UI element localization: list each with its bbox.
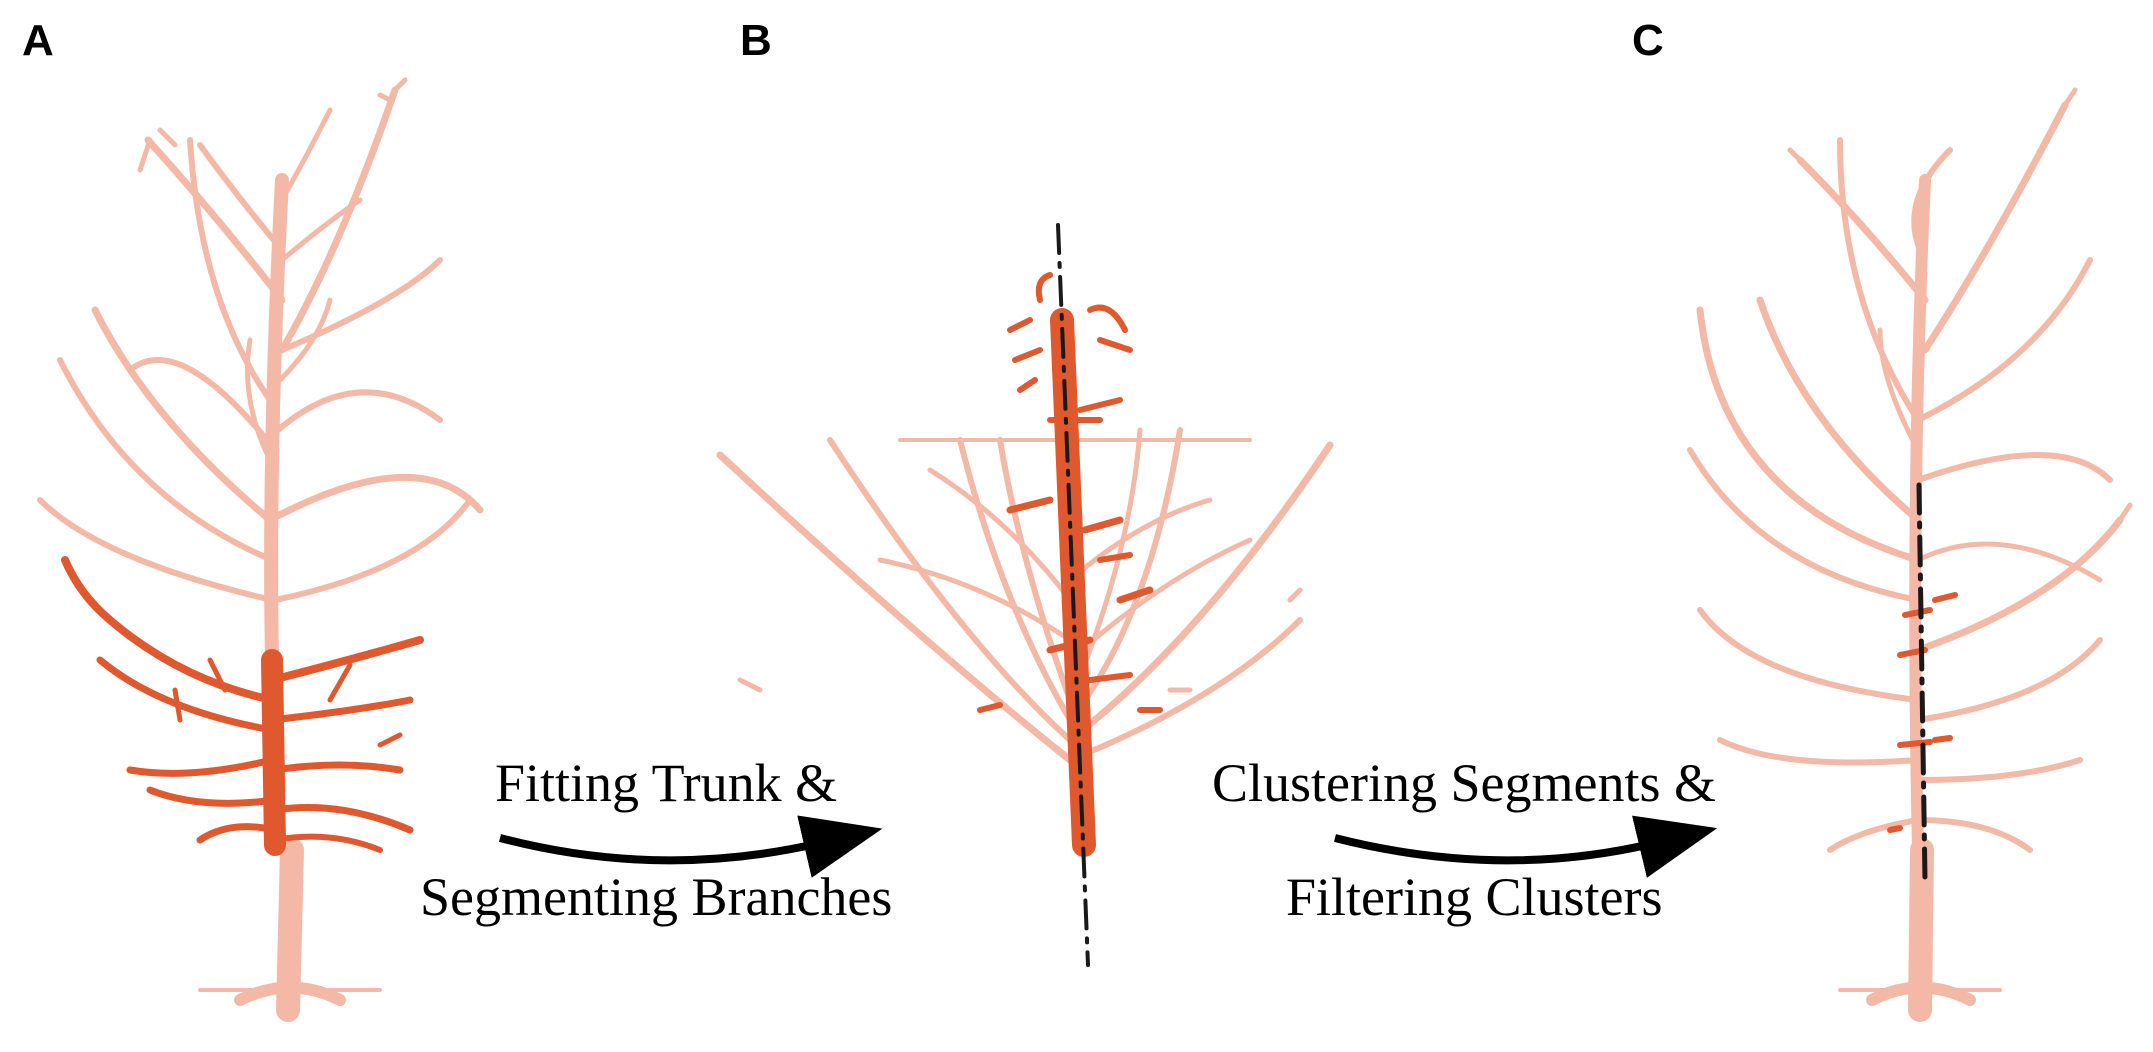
step2-line2: Filtering Clusters xyxy=(1286,867,1663,927)
panel-label-a: A xyxy=(22,16,54,65)
panel-label-c: C xyxy=(1632,16,1664,65)
panel-label-b: B xyxy=(740,16,772,65)
panel-b-tree xyxy=(716,223,1334,967)
step1-line1: Fitting Trunk & xyxy=(495,753,838,813)
step2-line1: Clustering Segments & xyxy=(1212,753,1716,813)
trunk-axis-c xyxy=(1916,482,1928,883)
arrow-2 xyxy=(1334,815,1718,878)
trunk-axis xyxy=(1056,223,1090,967)
arrow-1 xyxy=(498,815,883,878)
step1-line2: Segmenting Branches xyxy=(420,867,893,927)
panel-c-tree xyxy=(1687,87,2133,1022)
panel-a-tree xyxy=(37,77,484,1022)
